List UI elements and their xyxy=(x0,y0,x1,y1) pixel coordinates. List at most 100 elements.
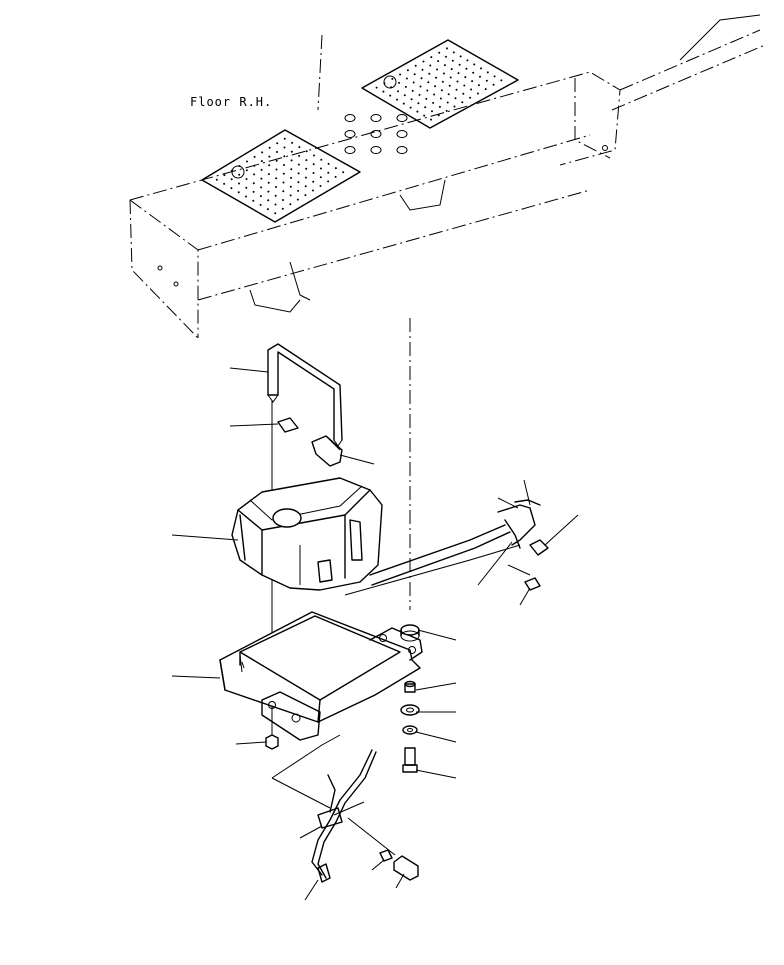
plate-dot xyxy=(446,101,449,104)
plate-dot xyxy=(230,178,233,181)
plate-dot xyxy=(479,75,481,78)
plate-dot xyxy=(450,68,453,71)
plate-dot xyxy=(304,194,307,197)
plate-dot xyxy=(432,101,435,104)
plate-dot xyxy=(267,181,270,184)
plate-dot xyxy=(282,181,285,184)
floor-frame xyxy=(129,14,766,339)
plate-dot xyxy=(445,55,447,58)
plate-dot xyxy=(298,146,301,149)
plate-dot xyxy=(223,174,226,177)
plate-dot xyxy=(282,172,285,175)
plate-dot xyxy=(438,51,441,54)
plate-dot xyxy=(268,155,271,158)
plate-dot xyxy=(297,189,300,192)
plate-dot xyxy=(282,199,284,201)
plate-dot xyxy=(327,180,330,183)
plate-dot xyxy=(275,168,278,171)
plate-dot xyxy=(423,114,426,117)
plate-dot xyxy=(312,172,315,174)
plate-dot xyxy=(237,191,240,194)
plate-dot xyxy=(465,67,468,70)
plate-dot xyxy=(419,85,422,88)
plate-dot xyxy=(275,159,278,162)
collar xyxy=(404,680,416,693)
spacer-pad-right xyxy=(311,435,343,467)
plate-dot xyxy=(290,168,293,171)
plate-dot xyxy=(453,105,456,108)
plate-dot xyxy=(417,102,420,105)
plate-dot xyxy=(334,175,337,178)
plate-dot xyxy=(493,75,496,78)
plate-dot xyxy=(245,195,247,198)
plate-dot xyxy=(446,47,448,50)
plate-dot xyxy=(480,67,482,70)
plate-dot xyxy=(420,77,423,80)
ground-wire xyxy=(311,749,377,883)
plate-dot xyxy=(259,195,262,198)
plate-dot xyxy=(426,89,429,92)
plate-dot xyxy=(462,92,465,95)
plate-dot xyxy=(215,178,218,181)
plate-dot xyxy=(416,110,419,113)
plate-dot xyxy=(469,96,472,99)
plate-dot xyxy=(260,168,263,171)
plate-dot xyxy=(245,186,248,189)
plate-dot xyxy=(267,173,270,176)
battery-cable xyxy=(344,499,541,596)
plate-dot xyxy=(327,171,330,174)
plate-dot xyxy=(383,82,386,85)
plate-dot xyxy=(439,97,442,100)
plate-dot xyxy=(283,137,286,140)
plate-dot xyxy=(457,72,460,75)
plate-dot xyxy=(441,80,444,83)
plate-dot xyxy=(430,56,433,59)
plate-dot xyxy=(485,79,488,82)
plate-dot xyxy=(283,164,285,166)
plate-dot xyxy=(406,69,409,72)
plate-dot xyxy=(305,150,308,153)
plate-dot xyxy=(304,185,307,188)
plate-dot xyxy=(461,101,464,104)
plate-dot xyxy=(223,182,226,185)
floor-holes xyxy=(344,114,408,154)
plate-dot xyxy=(443,64,446,67)
plate-dot xyxy=(274,212,277,215)
plate-dot xyxy=(431,110,433,113)
plate-dot xyxy=(304,176,307,179)
plate-dot xyxy=(276,151,278,153)
plate-dot xyxy=(440,89,443,92)
plate-dot xyxy=(274,194,277,197)
plate-dot xyxy=(238,173,241,176)
plate-dot xyxy=(397,90,399,93)
plate-dot xyxy=(404,85,407,88)
battery-tray xyxy=(219,611,423,741)
plate-dot xyxy=(268,164,271,167)
plate-dot xyxy=(305,159,308,162)
cushion-rubber xyxy=(400,624,420,642)
plate-dot xyxy=(459,55,462,58)
plate-dot xyxy=(390,86,393,89)
plate-dot xyxy=(282,190,285,193)
plate-dot xyxy=(435,76,438,79)
plate-dot xyxy=(436,68,439,71)
plate-dot xyxy=(448,84,451,87)
plate-dot xyxy=(449,76,452,79)
plate-dot xyxy=(291,141,294,144)
plate-dot xyxy=(312,163,315,166)
plate-dot xyxy=(396,98,398,101)
plate-dot xyxy=(437,114,440,117)
plate-dot xyxy=(433,93,436,96)
plate-dot xyxy=(296,198,299,201)
plate-dot xyxy=(409,106,412,109)
plate-dot xyxy=(319,185,322,187)
plate-dot xyxy=(399,73,402,76)
plate-dot xyxy=(275,177,278,180)
plate-dot xyxy=(334,167,337,170)
plate-dot xyxy=(405,77,408,80)
plate-dot xyxy=(290,176,293,179)
plate-dot xyxy=(260,186,263,189)
terminal-nut xyxy=(507,564,541,591)
plate-dot xyxy=(473,63,476,66)
